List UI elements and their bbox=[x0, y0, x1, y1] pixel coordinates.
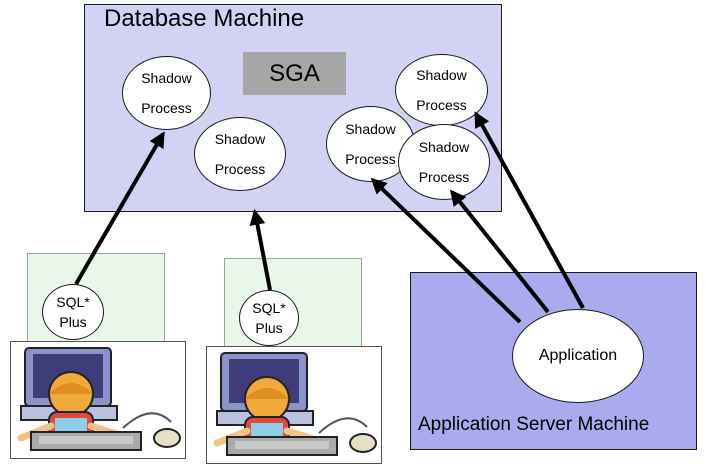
user-at-computer-icon bbox=[206, 346, 382, 464]
arrow-app-to-shadow4 bbox=[370, 177, 522, 324]
sga-box: SGA bbox=[243, 52, 346, 95]
shadow-process-label-line1: Shadow bbox=[214, 131, 266, 147]
shadow-process-label-line2: Process bbox=[345, 151, 396, 167]
sqlplus-label-line2: Plus bbox=[255, 320, 283, 336]
shadow-process-label-line2: Process bbox=[214, 161, 266, 177]
user-at-computer-icon bbox=[10, 341, 186, 459]
shadow-process-label-line1: Shadow bbox=[345, 121, 396, 137]
shadow-process-2: Shadow Process bbox=[194, 117, 286, 191]
arrow-sqlplus2-to-shadow2 bbox=[249, 208, 272, 291]
database-machine-title: Database Machine bbox=[104, 5, 305, 32]
arrow-app-to-shadow5 bbox=[450, 189, 550, 314]
shadow-process-label-line2: Process bbox=[141, 100, 192, 116]
shadow-process-1: Shadow Process bbox=[122, 56, 211, 130]
sqlplus-client-2: SQL* Plus bbox=[239, 290, 299, 346]
shadow-process-3: Shadow Process bbox=[395, 54, 488, 126]
sqlplus-label-line1: SQL* bbox=[56, 294, 90, 310]
application-node: Application bbox=[512, 309, 644, 403]
shadow-process-5: Shadow Process bbox=[398, 124, 490, 200]
shadow-process-label-line1: Shadow bbox=[141, 70, 192, 86]
shadow-process-label-line2: Process bbox=[418, 169, 470, 185]
sqlplus-label-line2: Plus bbox=[59, 314, 87, 330]
shadow-process-label-line1: Shadow bbox=[416, 67, 467, 83]
application-label: Application bbox=[538, 347, 618, 364]
arrow-app-to-shadow3 bbox=[474, 111, 585, 309]
shadow-process-label-line2: Process bbox=[416, 97, 467, 113]
shadow-process-label-line1: Shadow bbox=[418, 139, 470, 155]
arrow-sqlplus1-to-shadow1 bbox=[74, 131, 165, 286]
sqlplus-client-1: SQL* Plus bbox=[42, 284, 104, 340]
sqlplus-label-line1: SQL* bbox=[252, 300, 286, 316]
application-server-title: Application Server Machine bbox=[418, 414, 650, 435]
